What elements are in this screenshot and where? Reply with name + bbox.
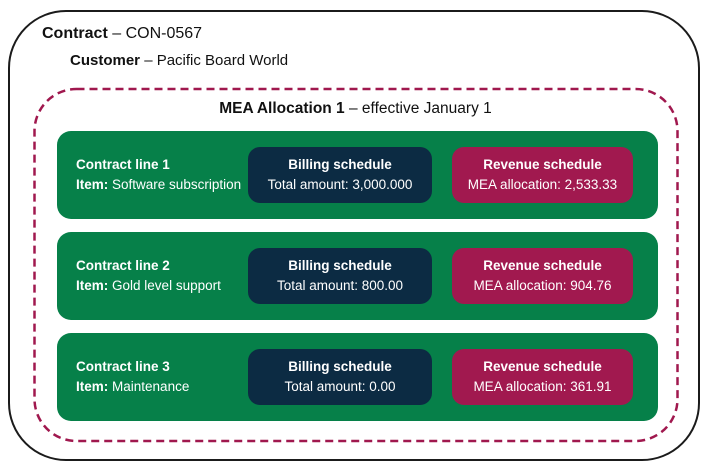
contract-line-2-row: Contract line 2 Item: Gold level support… (57, 232, 658, 320)
contract-line-label: Contract line 1 (76, 157, 170, 172)
revenue-schedule-title: Revenue schedule (483, 157, 602, 172)
contract-lines-group: Contract line 1 Item: Software subscript… (57, 131, 658, 421)
contract-line-2-info: Contract line 2 Item: Gold level support (76, 256, 256, 296)
revenue-schedule-card: Revenue schedule MEA allocation: 361.91 (452, 349, 633, 405)
contract-line-item: Item: Maintenance (76, 379, 190, 394)
customer-label: Customer (70, 52, 141, 69)
billing-schedule-card: Billing schedule Total amount: 0.00 (248, 349, 432, 405)
billing-total-amount: Total amount: 3,000.000 (267, 177, 413, 192)
contract-number: – CON-0567 (112, 25, 203, 42)
customer-name: – Pacific Board World (144, 52, 289, 69)
mea-title-name: MEA Allocation 1 (219, 100, 345, 117)
revenue-mea-allocation: MEA allocation: 904.76 (473, 278, 612, 293)
customer-line: Customer – Pacific Board World (70, 52, 288, 70)
contract-label: Contract (42, 25, 108, 42)
revenue-schedule-card: Revenue schedule MEA allocation: 904.76 (452, 248, 633, 304)
billing-total-amount: Total amount: 800.00 (276, 278, 404, 293)
mea-allocation-title: MEA Allocation 1 – effective January 1 (33, 99, 678, 118)
contract-title: Contract – CON-0567 (42, 24, 202, 43)
billing-schedule-card: Billing schedule Total amount: 3,000.000 (248, 147, 432, 203)
revenue-mea-allocation: MEA allocation: 2,533.33 (467, 177, 618, 192)
revenue-schedule-title: Revenue schedule (483, 258, 602, 273)
revenue-schedule-card: Revenue schedule MEA allocation: 2,533.3… (452, 147, 633, 203)
billing-schedule-card: Billing schedule Total amount: 800.00 (248, 248, 432, 304)
revenue-mea-allocation: MEA allocation: 361.91 (473, 379, 612, 394)
billing-schedule-title: Billing schedule (288, 258, 392, 273)
billing-schedule-title: Billing schedule (288, 359, 392, 374)
contract-line-1-info: Contract line 1 Item: Software subscript… (76, 155, 256, 195)
billing-schedule-title: Billing schedule (288, 157, 392, 172)
billing-total-amount: Total amount: 0.00 (284, 379, 396, 394)
contract-line-1-row: Contract line 1 Item: Software subscript… (57, 131, 658, 219)
contract-line-3-row: Contract line 3 Item: Maintenance Billin… (57, 333, 658, 421)
revenue-schedule-title: Revenue schedule (483, 359, 602, 374)
contract-line-3-info: Contract line 3 Item: Maintenance (76, 357, 256, 397)
contract-line-label: Contract line 3 (76, 359, 170, 374)
contract-line-label: Contract line 2 (76, 258, 170, 273)
mea-title-effective: – effective January 1 (349, 100, 492, 117)
contract-line-item: Item: Gold level support (76, 278, 221, 293)
contract-line-item: Item: Software subscription (76, 177, 242, 192)
